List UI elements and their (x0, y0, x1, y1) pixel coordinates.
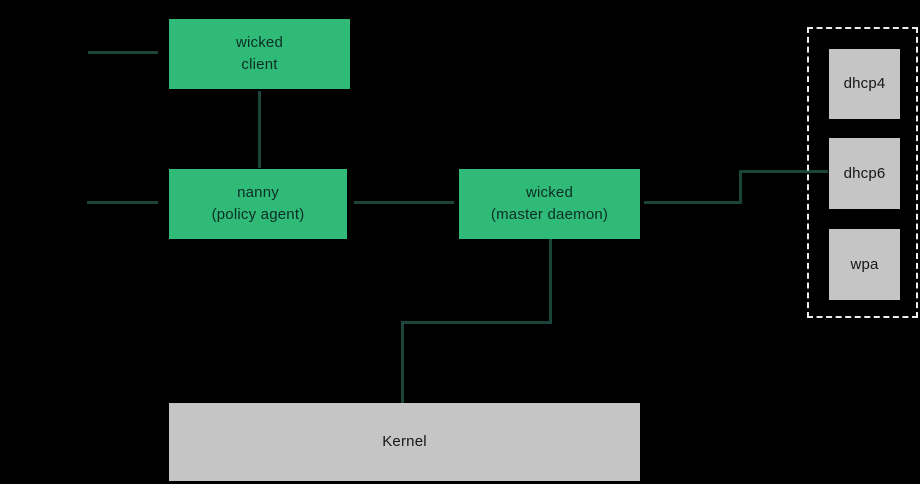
connector-left-stub-to-nanny (87, 201, 158, 204)
node-kernel: Kernel (169, 403, 640, 481)
connector-wicked-client-to-nanny (258, 91, 261, 168)
node-nanny-label-line1: nanny (237, 184, 279, 202)
node-wicked-master-daemon: wicked (master daemon) (459, 169, 640, 239)
node-dhcp4-label: dhcp4 (843, 75, 886, 93)
node-wpa-label: wpa (850, 255, 879, 273)
node-wicked-client: wicked client (169, 19, 350, 89)
connector-horizontal-into-dhcp6 (739, 170, 828, 173)
node-kernel-label: Kernel (382, 433, 427, 451)
node-dhcp4: dhcp4 (829, 49, 900, 119)
connector-wicked-master-down-segment (549, 239, 552, 324)
node-wicked-master-label-line1: wicked (525, 184, 574, 202)
connector-elbow-horizontal-to-kernel (401, 321, 552, 324)
connector-nanny-to-wicked-master (354, 201, 454, 204)
node-dhcp6: dhcp6 (829, 138, 900, 209)
supplicants-dashed-group (807, 27, 918, 318)
node-nanny-label-line2: (policy agent) (211, 206, 305, 223)
node-wicked-client-label-line1: wicked (235, 34, 284, 52)
connector-left-stub-to-wicked-client (88, 51, 158, 54)
node-wicked-client-label-line2: client (241, 56, 278, 73)
connector-elbow-vertical-to-dhcp6 (739, 170, 742, 204)
connector-wicked-master-right-segment (644, 201, 742, 204)
node-wpa: wpa (829, 229, 900, 300)
connector-vertical-into-kernel (401, 321, 404, 403)
node-wicked-master-label-line2: (master daemon) (490, 206, 609, 223)
node-dhcp6-label: dhcp6 (843, 164, 886, 182)
node-nanny: nanny (policy agent) (169, 169, 347, 239)
